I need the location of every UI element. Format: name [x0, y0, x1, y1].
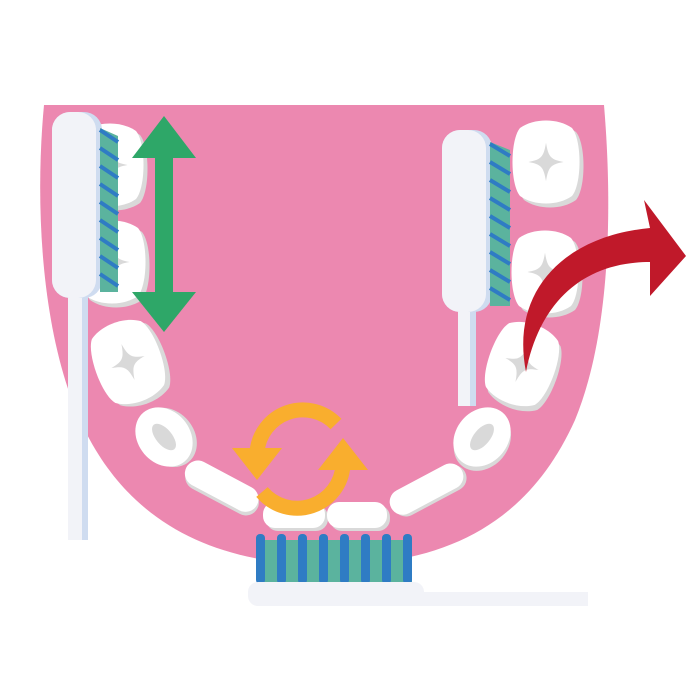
canine-left: [184, 460, 259, 516]
toothbrush-bottom: [248, 534, 588, 606]
toothbrush-right: [442, 130, 512, 406]
incisor-right: [327, 502, 390, 531]
premolar-left: [135, 407, 197, 468]
canine-right: [389, 463, 467, 517]
toothbrush-left: [52, 112, 120, 540]
bristles-right: [488, 142, 512, 306]
rotate-arrows-icon: [232, 402, 368, 516]
bristles-left: [98, 128, 120, 292]
curved-sweep-arrow-icon: [523, 200, 686, 372]
molar-right-upper: [512, 120, 584, 208]
premolar-right: [453, 407, 512, 471]
up-down-arrow-icon: [132, 116, 196, 332]
